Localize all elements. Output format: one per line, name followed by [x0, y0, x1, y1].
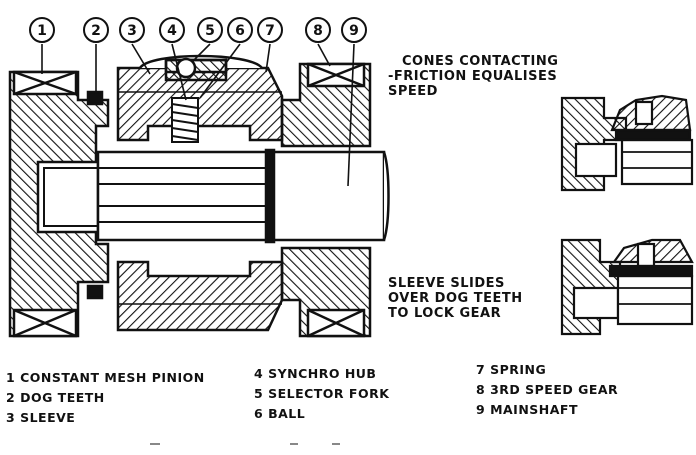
legend-item: 3 SLEEVE: [6, 410, 75, 425]
legend-num: 5: [254, 386, 264, 401]
main-cross-section: [8, 43, 390, 338]
dog-teeth-top: [86, 90, 104, 106]
legend-text: BALL: [268, 406, 306, 421]
caption-line: SLEEVE SLIDES: [388, 276, 505, 291]
callout-4: 4: [167, 23, 177, 39]
callout-circles: [29, 17, 367, 43]
mainshaft: [96, 150, 386, 242]
legend-text: CONSTANT MESH PINION: [20, 370, 205, 385]
legend-text: MAINSHAFT: [490, 402, 578, 417]
detail-cones-contacting: [560, 94, 694, 192]
legend-num: 8: [476, 382, 486, 397]
caption-cones-contacting: CONES CONTACTING -FRICTION EQUALISES SPE…: [388, 54, 558, 99]
legend-item: 4 SYNCHRO HUB: [254, 366, 376, 381]
callout-1: 1: [37, 23, 47, 39]
synchro-sleeve: [116, 66, 284, 142]
legend-item: 9 MAINSHAFT: [476, 402, 578, 417]
legend-num: 2: [6, 390, 16, 405]
detail-sleeve-slides: [560, 238, 694, 336]
caption-line: OVER DOG TEETH: [388, 291, 523, 306]
callout-5: 5: [205, 23, 215, 39]
callout-2: 2: [91, 23, 101, 39]
callout-8: 8: [313, 23, 323, 39]
caption-line: TO LOCK GEAR: [388, 306, 502, 321]
legend-item: 2 DOG TEETH: [6, 390, 105, 405]
legend-item: 8 3RD SPEED GEAR: [476, 382, 618, 397]
legend-item: 7 SPRING: [476, 362, 546, 377]
caption-line: -FRICTION EQUALISES: [388, 69, 558, 84]
callout-9: 9: [349, 23, 359, 39]
legend-text: DOG TEETH: [20, 390, 105, 405]
caption-line: SPEED: [388, 84, 438, 99]
legend-num: 7: [476, 362, 486, 377]
legend-text: SLEEVE: [20, 410, 76, 425]
legend-text: 3RD SPEED GEAR: [490, 382, 619, 397]
legend-text: SPRING: [490, 362, 547, 377]
caption-line: CONES CONTACTING: [402, 54, 559, 69]
legend-num: 9: [476, 402, 486, 417]
callout-6: 6: [235, 23, 245, 39]
caption-sleeve-slides: SLEEVE SLIDES OVER DOG TEETH TO LOCK GEA…: [388, 276, 523, 321]
callout-7: 7: [265, 23, 275, 39]
legend-num: 1: [6, 370, 16, 385]
dog-teeth-bottom: [86, 284, 104, 300]
callout-3: 3: [127, 23, 137, 39]
legend-num: 3: [6, 410, 16, 425]
legend-text: SYNCHRO HUB: [268, 366, 377, 381]
synchro-sleeve-lower: [116, 260, 284, 332]
legend-num: 6: [254, 406, 264, 421]
detent-ball: [175, 57, 197, 79]
legend-item: 6 BALL: [254, 406, 305, 421]
legend-num: 4: [254, 366, 264, 381]
detent-spring: [171, 97, 199, 143]
legend-item: 5 SELECTOR FORK: [254, 386, 389, 401]
legend-text: SELECTOR FORK: [268, 386, 390, 401]
legend-item: 1 CONSTANT MESH PINION: [6, 370, 205, 385]
